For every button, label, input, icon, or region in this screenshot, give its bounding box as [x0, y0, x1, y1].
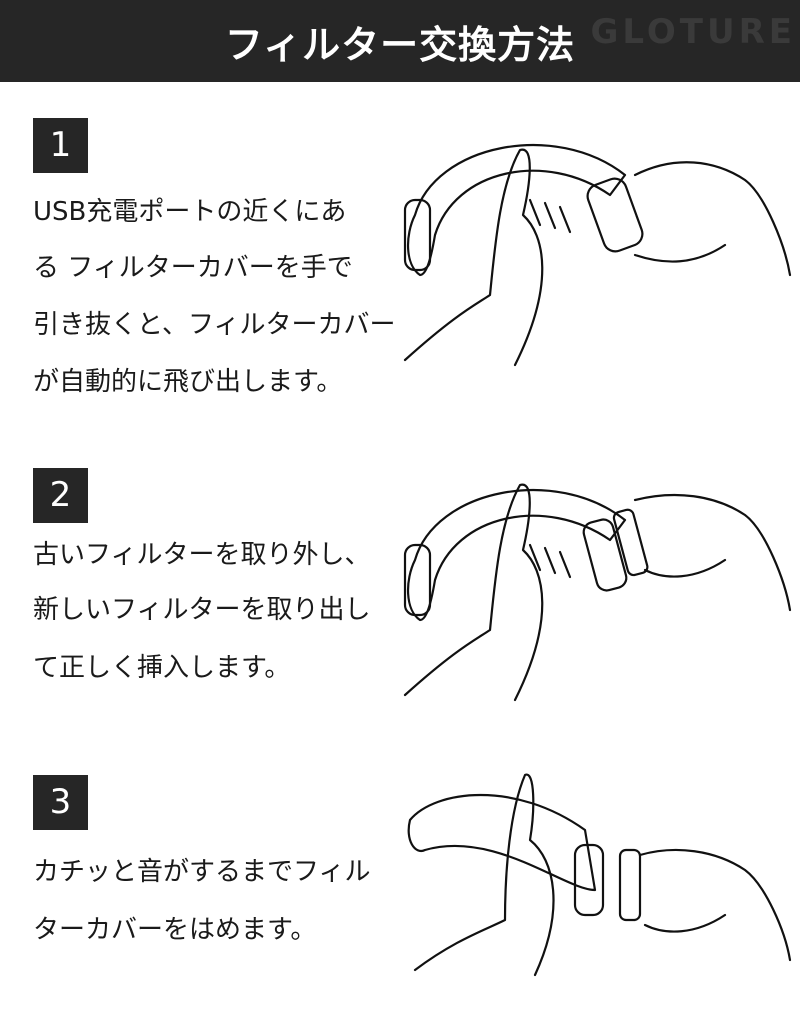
step-3-badge: 3 — [33, 775, 88, 830]
step-2-illustration — [403, 483, 792, 702]
step-1-text-line: が自動的に飛び出します。 — [33, 367, 343, 397]
step-2-text-line: 古いフィルターを取り外し、 — [33, 540, 371, 570]
header-bar: フィルター交換方法 GLOTURE — [0, 0, 800, 82]
step-1-badge: 1 — [33, 118, 88, 173]
step-1-text-line: 引き抜くと、フィルターカバー — [33, 310, 396, 340]
step-2-text-line: 新しいフィルターを取り出し — [33, 595, 371, 625]
step-2-text-line: て正しく挿入します。 — [33, 653, 291, 683]
step-3-text-line: ターカバーをはめます。 — [33, 915, 317, 945]
step-2-badge: 2 — [33, 468, 88, 523]
step-3-text-line: カチッと音がするまでフィル — [33, 857, 371, 887]
page-title: フィルター交換方法 — [224, 23, 576, 67]
step-3-illustration — [407, 773, 792, 977]
step-1-text-line: USB充電ポートの近くにあ — [33, 197, 347, 227]
step-1-illustration — [403, 144, 792, 367]
step-1-text-line: る フィルターカバーを手で — [33, 253, 353, 283]
brand-watermark: GLOTURE — [590, 12, 796, 52]
